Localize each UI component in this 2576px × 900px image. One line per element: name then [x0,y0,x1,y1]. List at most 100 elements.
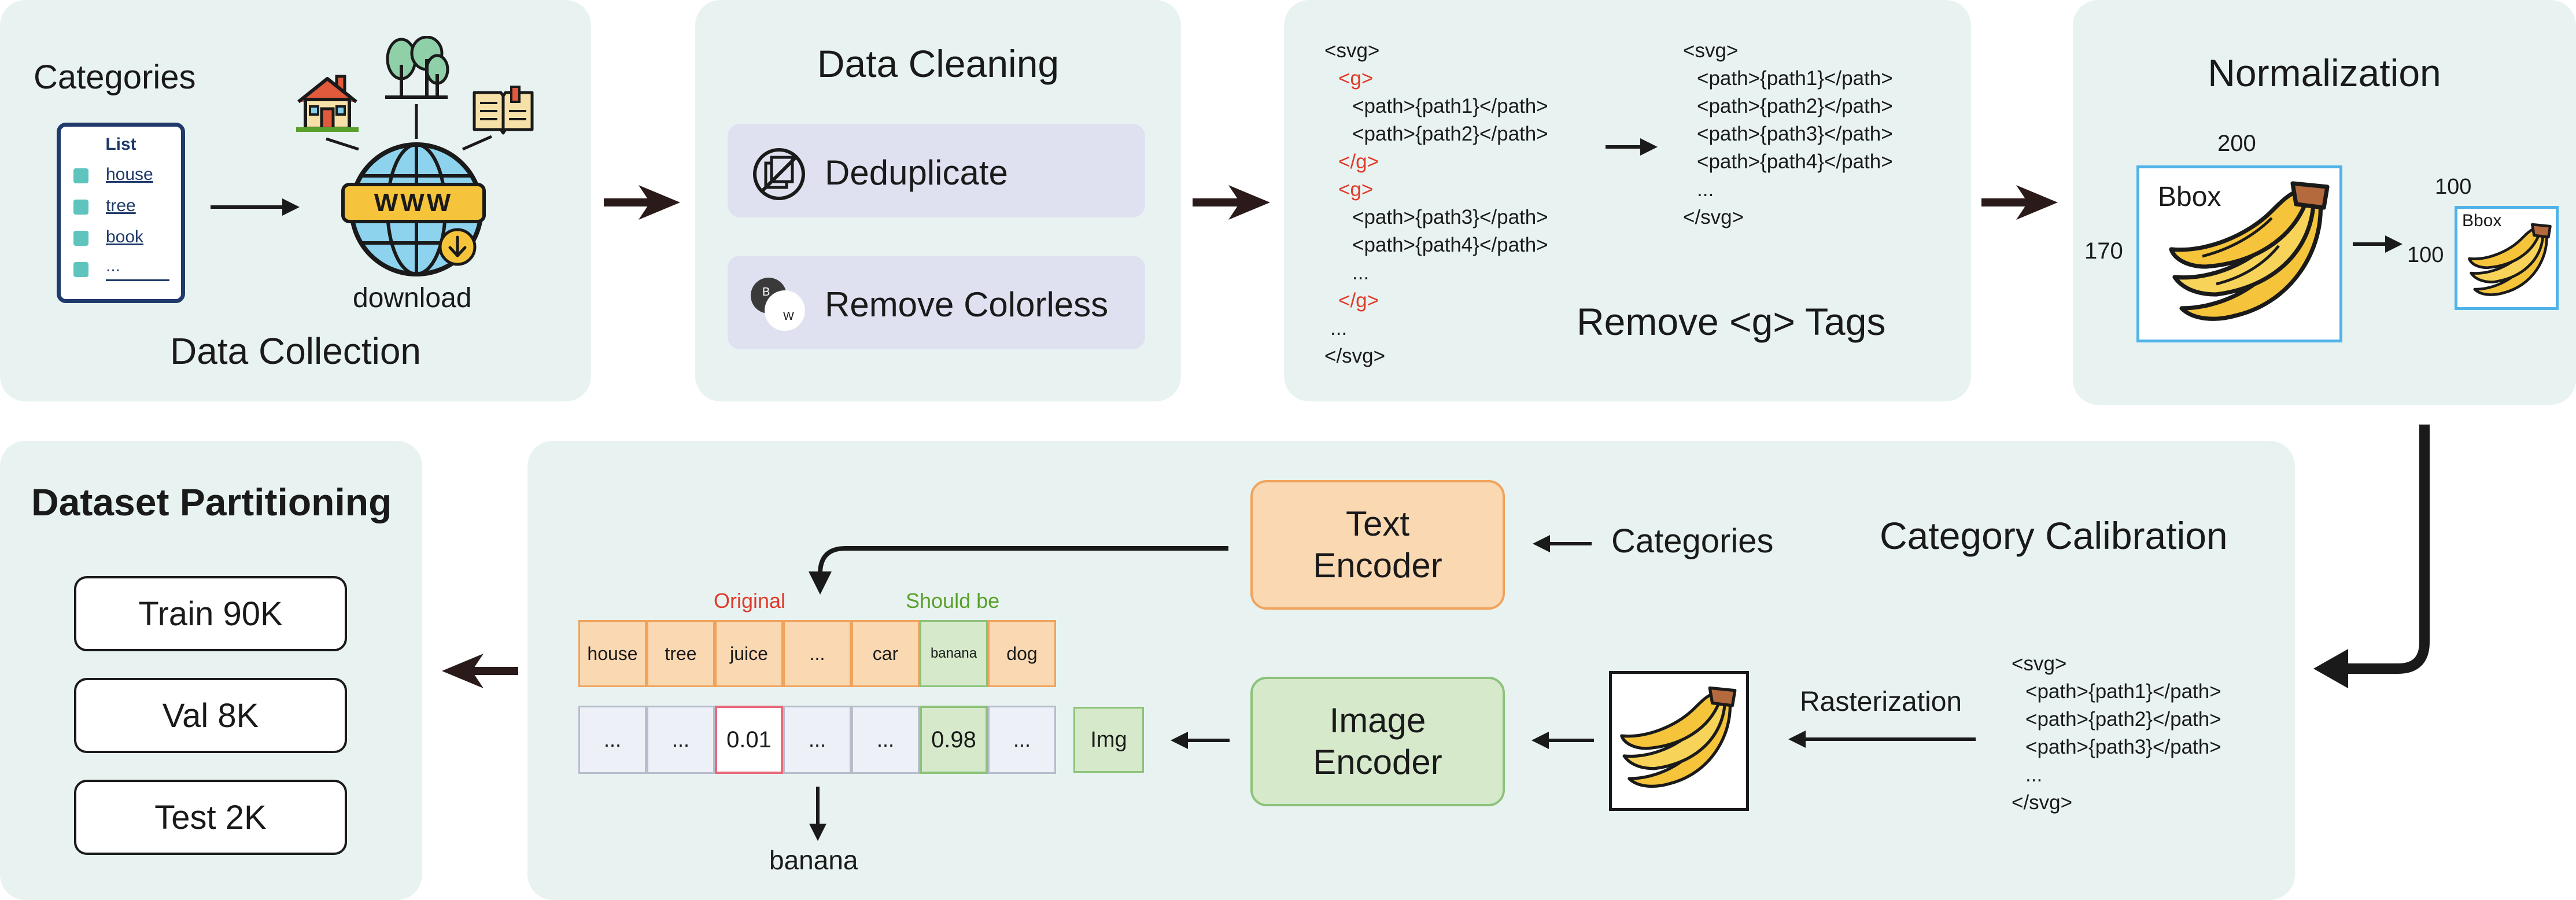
code-line: <path>{path1}</path> [1697,67,1893,90]
test-split-label: Test 2K [154,798,267,836]
code-line: <path>{path2}</path> [1697,95,1893,117]
category-cell: house [578,620,647,687]
code-line: </g> [1338,150,1379,173]
remove-colorless-label: Remove Colorless [825,285,1109,324]
big-width-label: 200 [2217,131,2256,156]
code-line: ... [2025,763,2043,786]
image-encoder-line1: Image [1329,701,1426,740]
code-line: <svg> [2012,652,2067,675]
score-cell: ... [578,706,647,774]
image-encoder-line2: Encoder [1313,743,1442,781]
www-banner: WWW [341,183,486,223]
code-line: <path>{path2}</path> [2025,708,2221,731]
rasterization-label: Rasterization [1800,687,1962,717]
category-cell-original: juice [715,620,783,687]
code-line: <g> [1338,67,1374,90]
connector-lines [326,104,493,150]
code-line: ... [1330,317,1348,340]
white-circle [767,293,803,329]
category-cell: car [851,620,920,687]
code-line: <svg> [1324,39,1380,62]
black-white-icon: B W [751,278,809,335]
bw-b-label: B [762,286,770,298]
code-line: <path>{path1}</path> [2025,680,2221,703]
small-width-label: 100 [2435,175,2472,199]
list-item-label: house [106,165,153,184]
category-calibration-title: Category Calibration [1880,514,2228,557]
code-line: <path>{path4}</path> [1352,234,1548,256]
category-list-card: List house tree book ... [57,123,185,303]
category-cell: tree [647,620,715,687]
list-bullet [73,168,88,183]
score-cell: ... [851,706,920,774]
bw-w-label: W [783,310,794,323]
category-cell-should-be: banana [920,620,988,687]
data-collection-title: Data Collection [170,330,421,372]
rasterized-image [1609,671,1749,811]
download-label: download [353,283,472,313]
code-line: <path>{path1}</path> [1352,95,1548,117]
score-cell-original: 0.01 [715,706,783,774]
code-line: ... [1352,261,1370,284]
big-bbox-label: Bbox [2158,182,2221,212]
download-icon [438,228,477,266]
score-cell: ... [647,706,715,774]
list-title: List [105,135,136,154]
text-encoder-box: Text Encoder [1250,480,1505,610]
score-cell: ... [988,706,1056,774]
banana-icon [1620,686,1737,788]
list-item-label: tree [106,196,136,215]
list-bullet [73,262,88,277]
train-split-box: Train 90K [74,576,347,651]
deduplicate-label: Deduplicate [825,153,1008,192]
code-line: <path>{path4}</path> [1697,150,1893,173]
test-split-box: Test 2K [74,780,347,855]
code-line: ... [1697,178,1714,201]
code-line: <path>{path3}</path> [2025,736,2221,758]
text-encoder-line2: Encoder [1313,546,1442,585]
remove-g-tags-panel [1284,0,1971,401]
code-line: <svg> [1683,39,1739,62]
category-cell: ... [783,620,851,687]
remove-colorless-step: B W Remove Colorless [728,256,1145,349]
code-line: </svg> [2012,791,2073,814]
tree-icon [385,36,449,99]
house-icon [296,75,359,132]
original-label: Original [714,589,786,613]
score-cell: ... [783,706,851,774]
small-height-label: 100 [2407,243,2444,267]
category-cell: dog [988,620,1056,687]
should-be-label: Should be [906,589,1000,613]
small-bbox-label: Bbox [2462,211,2502,230]
list-bullet [73,200,88,215]
banana-icon [2169,181,2330,321]
code-line: </svg> [1683,206,1744,228]
book-icon [473,86,534,135]
val-split-label: Val 8K [162,696,259,735]
list-item-label: book [106,227,144,246]
code-line: <g> [1338,178,1374,201]
www-text: WWW [374,189,453,217]
image-encoder-box: Image Encoder [1250,677,1505,806]
big-height-label: 170 [2084,238,2123,264]
remove-g-title: Remove <g> Tags [1577,300,1886,343]
img-embedding-cell: Img [1073,707,1144,773]
dataset-partitioning-title: Dataset Partitioning [31,481,392,523]
small-bbox: Bbox [2455,206,2559,310]
val-split-box: Val 8K [74,678,347,753]
list-underline [106,279,169,281]
list-bullet [73,231,88,246]
banana-icon [2468,223,2552,296]
score-cell-should-be: 0.98 [920,706,988,774]
data-cleaning-title: Data Cleaning [817,42,1060,85]
train-split-label: Train 90K [138,595,283,633]
result-label: banana [769,845,858,875]
normalization-to-calibration-arrow [2339,425,2430,674]
categories-label: Categories [34,58,196,96]
list-item-label: ... [106,256,121,275]
calibration-categories-label: Categories [1611,522,1774,560]
big-bbox: Bbox [2136,165,2342,342]
code-line: </g> [1338,289,1379,312]
code-line: <path>{path2}</path> [1352,123,1548,145]
normalization-title: Normalization [2208,51,2441,94]
